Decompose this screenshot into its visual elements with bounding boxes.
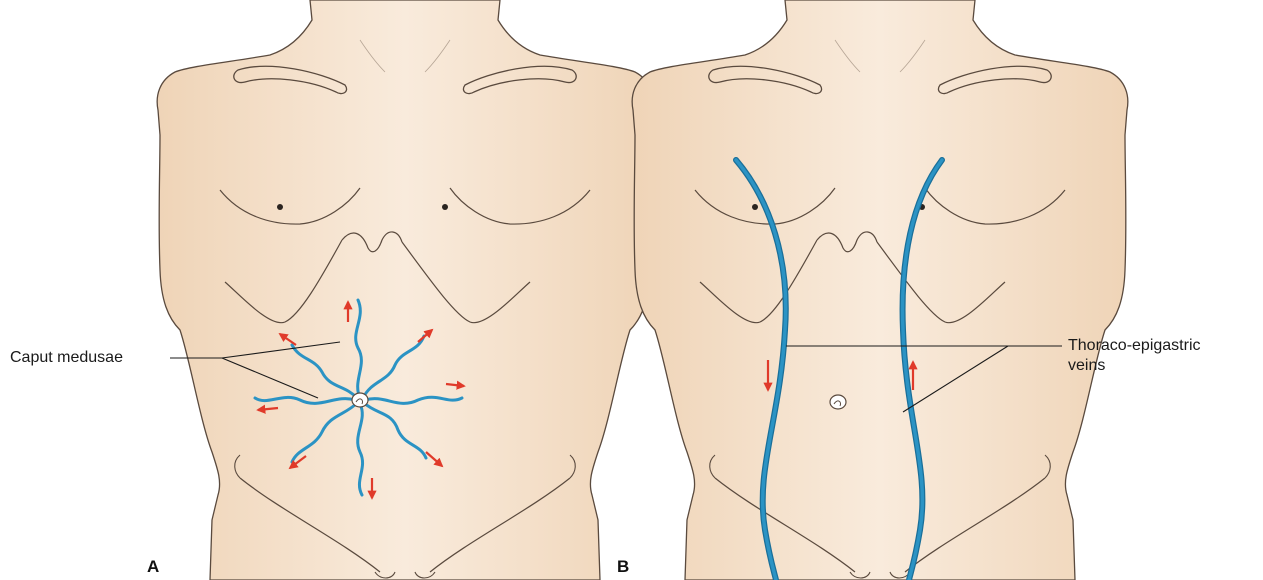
panel-label-b: B xyxy=(617,557,629,577)
thoraco-label-line2: veins xyxy=(1068,356,1201,376)
panel-label-a: A xyxy=(147,557,159,577)
torso-b xyxy=(632,0,1128,580)
umbilicus-a xyxy=(352,393,368,407)
torso-a xyxy=(157,0,653,580)
thoraco-label-line1: Thoraco-epigastric xyxy=(1068,336,1201,356)
panel-a-torso-figure xyxy=(157,0,653,580)
thoraco-epigastric-veins-label: Thoraco-epigastric veins xyxy=(1068,336,1201,376)
panel-b-torso-figure xyxy=(632,0,1128,580)
caput-medusae-label: Caput medusae xyxy=(10,348,123,368)
umbilicus-b xyxy=(830,395,846,409)
